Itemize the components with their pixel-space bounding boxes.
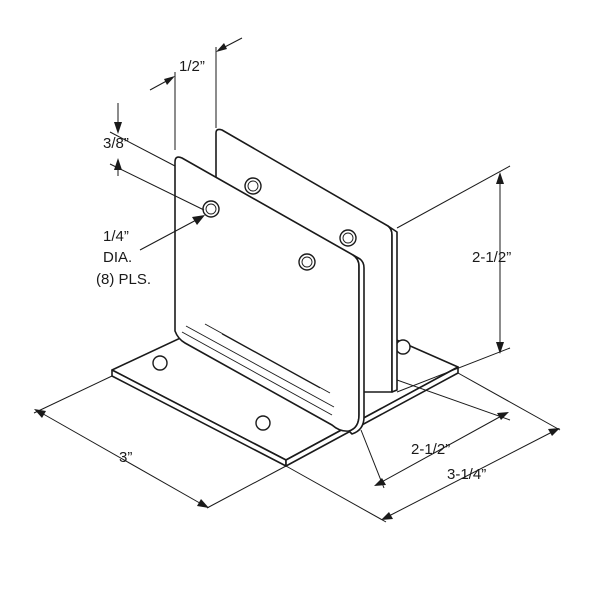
base-width-label: 3” xyxy=(119,449,132,466)
rear-flange xyxy=(215,128,398,393)
height-label: 2-1/2” xyxy=(472,249,511,266)
dimension-flange-gap: 1/2” xyxy=(149,37,243,150)
front-flange xyxy=(174,156,365,435)
hole-size-label: 1/4” xyxy=(103,228,129,245)
dimension-hole-offset: 3/8” xyxy=(103,103,205,211)
hole-offset-label: 3/8” xyxy=(103,135,129,152)
dimension-base-length: 3-1/4” xyxy=(285,372,561,523)
base-hole-front-right xyxy=(255,415,271,431)
callout-hole-size: 1/4” DIA. (8) PLS. xyxy=(96,215,205,288)
base-hole-back-right xyxy=(395,339,411,355)
flange-length-label: 2-1/2” xyxy=(411,441,450,458)
base-length-label: 3-1/4” xyxy=(447,466,486,483)
dimension-base-width: 3” xyxy=(33,375,287,509)
hole-count-label: (8) PLS. xyxy=(96,271,151,288)
dimension-height: 2-1/2” xyxy=(396,165,511,393)
front-flange-hole-top-left xyxy=(202,200,220,218)
hole-size-suffix: DIA. xyxy=(103,249,132,266)
rear-flange-hole-left xyxy=(244,177,262,195)
dimension-flange-length: 2-1/2” xyxy=(360,379,511,489)
base-hole-front-left xyxy=(152,355,168,371)
rear-flange-hole-right xyxy=(339,229,357,247)
front-flange-hole-top-right xyxy=(298,253,316,271)
flange-gap-label: 1/2” xyxy=(179,58,205,75)
